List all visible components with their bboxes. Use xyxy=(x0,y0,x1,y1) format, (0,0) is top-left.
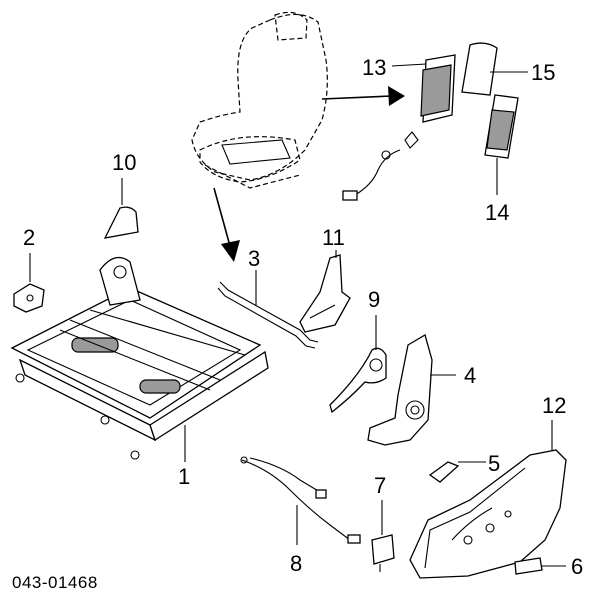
part-8-harness xyxy=(240,456,361,545)
part-12-side-shield xyxy=(409,420,567,579)
callout-4: 4 xyxy=(464,363,476,388)
callout-5: 5 xyxy=(488,451,500,476)
callout-8: 8 xyxy=(290,551,302,576)
part-14-cover xyxy=(484,94,519,195)
figure-part-number: 043-01468 xyxy=(12,573,98,592)
part-4-recliner xyxy=(367,334,456,446)
seat-assembly-outline xyxy=(191,11,328,189)
callout-13: 13 xyxy=(362,55,386,80)
callout-12: 12 xyxy=(542,393,566,418)
callout-11: 11 xyxy=(322,225,345,250)
callout-6: 6 xyxy=(571,554,583,579)
callout-1: 1 xyxy=(178,464,190,489)
callout-2: 2 xyxy=(23,225,35,250)
callout-14: 14 xyxy=(485,200,509,225)
part-1-track-frame xyxy=(10,256,269,462)
seat-arrows xyxy=(213,86,405,262)
callout-7: 7 xyxy=(374,473,386,498)
part-2-bracket xyxy=(13,253,45,313)
part-10-knob xyxy=(103,178,139,239)
part-6-clip xyxy=(514,557,566,575)
part-7-relay xyxy=(371,500,395,572)
callout-9: 9 xyxy=(368,287,380,312)
callout-10: 10 xyxy=(112,150,136,175)
part-11-bracket xyxy=(299,250,351,333)
part-13-side-cover xyxy=(342,54,456,201)
part-5-knob xyxy=(428,461,486,483)
part-15-cover xyxy=(461,42,528,96)
part-3-rod xyxy=(217,270,319,349)
part-9-lever xyxy=(329,315,387,414)
callout-labels: 1 2 3 4 5 6 7 8 9 10 11 12 13 14 15 xyxy=(23,55,583,579)
callout-3: 3 xyxy=(248,246,260,271)
callout-15: 15 xyxy=(531,60,555,85)
